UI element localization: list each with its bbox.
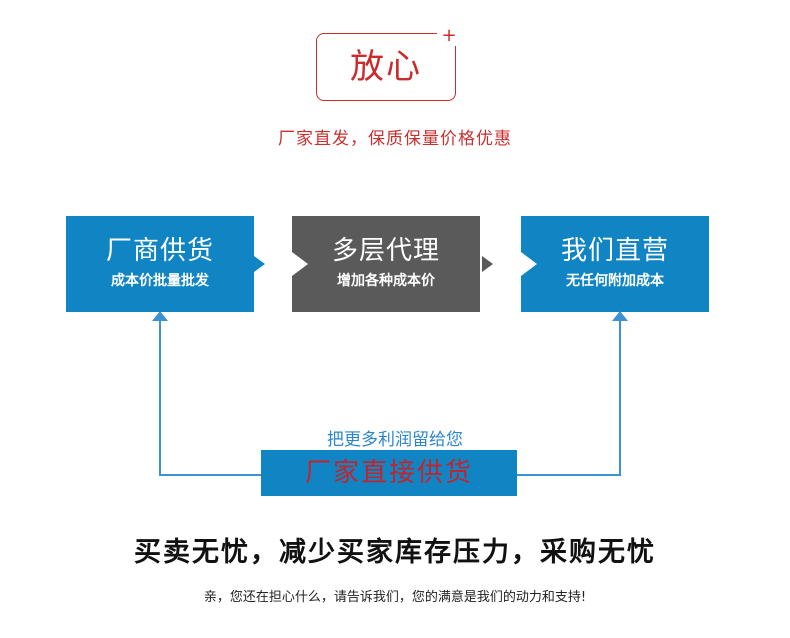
box-title: 多层代理 [331, 236, 440, 266]
footnote: 亲，您还在担心什么，请告诉我们，您的满意是我们的动力和支持! [203, 590, 587, 605]
box-desc: 增加各种成本价 [337, 273, 435, 289]
connector-right-horizontal [517, 474, 621, 476]
connector-left-vertical [159, 318, 161, 476]
box-title: 厂商供货 [105, 236, 214, 266]
box-title: 我们直营 [560, 236, 669, 266]
chevron-right-icon [521, 252, 537, 276]
direct-supply-box: 厂家直接供货 [261, 450, 517, 496]
flow-label: 把更多利润留给您 [327, 430, 463, 450]
badge-frame [316, 33, 456, 101]
connector-left-horizontal [159, 474, 261, 476]
box-desc: 成本价批量批发 [111, 273, 209, 289]
box-desc: 无任何附加成本 [566, 273, 664, 289]
box-direct: 我们直营 无任何附加成本 [521, 216, 709, 312]
arrow-up-icon [152, 311, 168, 321]
plus-icon: + [441, 25, 457, 46]
box-agents: 多层代理 增加各种成本价 [292, 216, 480, 312]
arrow-up-icon [612, 311, 628, 321]
chevron-right-icon [254, 256, 265, 272]
box-manufacturer: 厂商供货 成本价批量批发 [66, 216, 254, 312]
subtitle: 厂家直发，保质保量价格优惠 [278, 129, 512, 149]
badge-notch [437, 28, 463, 46]
connector-right-vertical [619, 318, 621, 476]
badge-title: 放心 [350, 47, 422, 87]
slogan: 买卖无忧，减少买家库存压力，采购无忧 [134, 537, 656, 568]
chevron-right-icon [482, 256, 493, 272]
chevron-right-icon [292, 252, 308, 276]
